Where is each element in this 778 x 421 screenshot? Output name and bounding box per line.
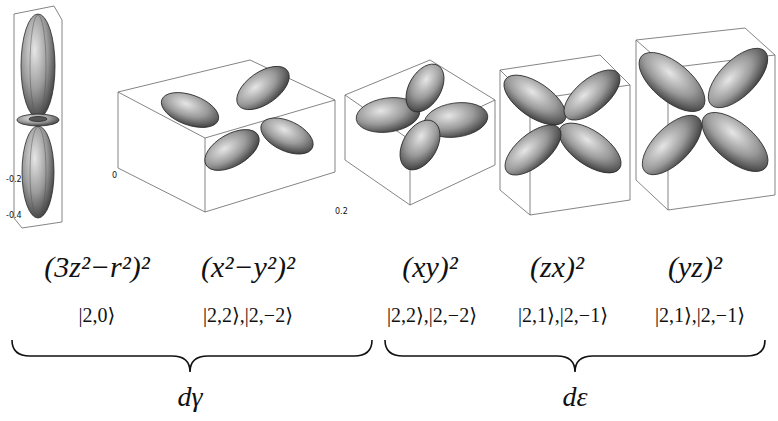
ket-states: |2,2⟩,|2,−2⟩ xyxy=(387,304,477,326)
dz2-orbital xyxy=(14,6,62,228)
orbital-formula: (x²−y²)² xyxy=(201,250,295,283)
axis-tick: -0.4 xyxy=(6,212,22,221)
axis-tick: -0.2 xyxy=(6,176,22,185)
dxy-orbital xyxy=(345,57,495,205)
orbital-formula: (xy)² xyxy=(402,250,458,283)
axis-tick: 0 xyxy=(112,172,117,181)
ket-states: |2,2⟩,|2,−2⟩ xyxy=(203,304,293,326)
brace xyxy=(12,340,765,372)
dyz-orbital xyxy=(629,28,778,210)
ket-states: |2,1⟩,|2,−1⟩ xyxy=(655,304,745,326)
group-name: dε xyxy=(562,382,587,413)
ket-states: |2,0⟩ xyxy=(79,304,116,326)
ket-states: |2,1⟩,|2,−1⟩ xyxy=(518,304,608,326)
dzx-orbital xyxy=(496,55,630,215)
orbital-formula: (zx)² xyxy=(530,250,584,283)
orbital-formula: (yz)² xyxy=(668,250,722,283)
orbital-formula: (3z²−r²)² xyxy=(44,250,150,283)
dx2-y2-orbital xyxy=(118,58,335,212)
axis-tick: 0.2 xyxy=(335,208,348,217)
group-name: dγ xyxy=(177,382,202,413)
